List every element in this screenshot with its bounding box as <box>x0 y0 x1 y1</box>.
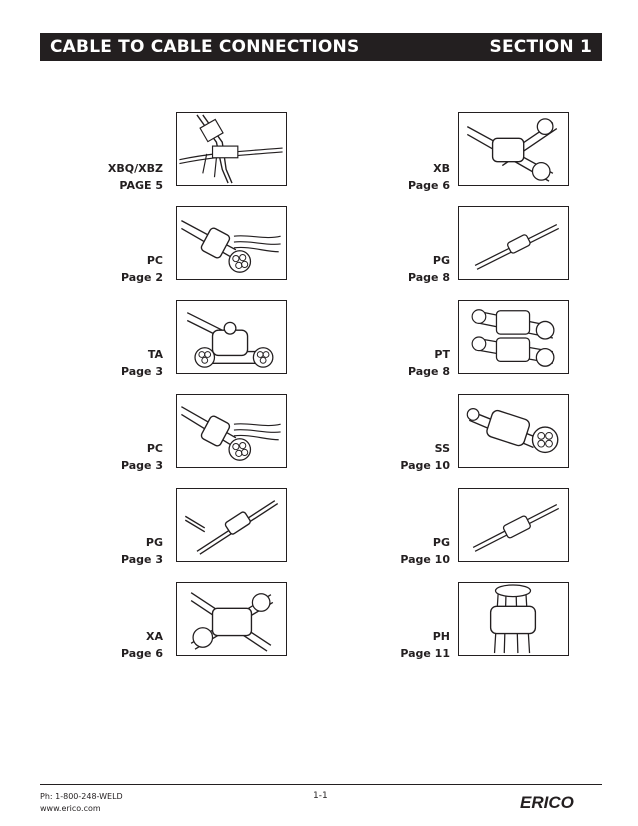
xbq-xbz-connection-icon <box>176 112 287 186</box>
ss-connection-icon <box>458 394 569 468</box>
svg-text:ERICO: ERICO <box>520 793 574 812</box>
xa-connection-icon <box>176 582 287 656</box>
pc-connection-icon <box>176 206 287 280</box>
pg-connection-icon <box>458 206 569 280</box>
ph-connection-icon <box>458 582 569 656</box>
pt-connection-icon <box>458 300 569 374</box>
pc-connection-icon <box>176 394 287 468</box>
section-header: CABLE TO CABLE CONNECTIONS SECTION 1 <box>40 33 602 61</box>
section-label: SECTION 1 <box>489 37 592 57</box>
pg-connection-icon <box>458 488 569 562</box>
footer-contact: Ph: 1-800-248-WELD www.erico.com <box>40 791 123 815</box>
xb-connection-icon <box>458 112 569 186</box>
pg-connection-icon <box>176 488 287 562</box>
page-title: CABLE TO CABLE CONNECTIONS <box>50 37 360 57</box>
ta-connection-icon <box>176 300 287 374</box>
erico-logo: ERICO <box>518 792 602 816</box>
page-number: 1-1 <box>313 791 328 801</box>
footer-phone: Ph: 1-800-248-WELD <box>40 792 123 801</box>
footer-divider <box>40 784 602 785</box>
footer-website: www.erico.com <box>40 804 101 813</box>
